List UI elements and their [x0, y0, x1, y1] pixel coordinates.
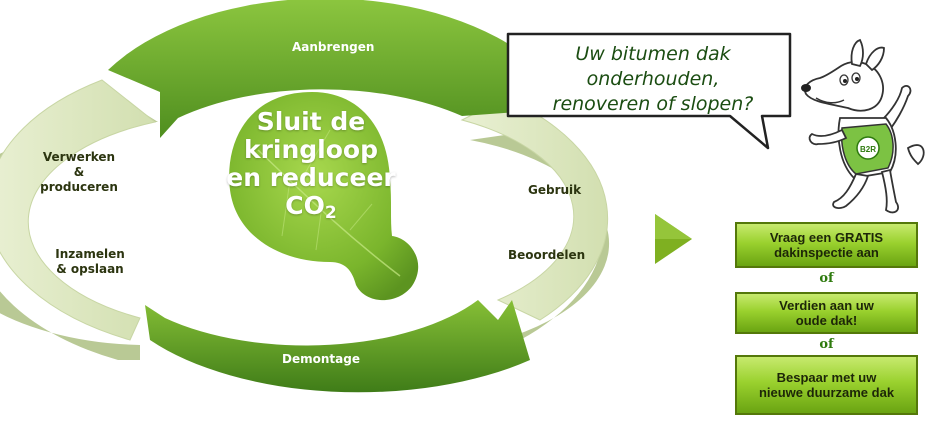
stage-label-inzamelen-line1: Inzamelen [55, 247, 125, 261]
or-separator-1: of [819, 271, 834, 286]
stage-label-gebruik: Gebruik [528, 183, 582, 197]
center-heading-line4: CO2 [226, 192, 396, 227]
earn-old-roof-button[interactable]: Verdien aan uw oude dak! [735, 292, 918, 334]
stage-label-beoordelen: Beoordelen [508, 248, 586, 262]
arrow-right-icon [655, 214, 692, 264]
stage-label-demontage: Demontage [282, 352, 360, 366]
speech-bubble-line1: Uw bitumen dak onderhouden, [575, 43, 731, 90]
mascot-dog-illustration: B2R [801, 38, 925, 214]
speech-bubble-text: Uw bitumen dak onderhouden, renoveren of… [518, 42, 788, 117]
ring-segment-right [460, 97, 609, 321]
stage-label-aanbrengen: Aanbrengen [292, 40, 375, 54]
stage-label-inzamelen-line2: & opslaan [56, 262, 124, 276]
request-inspection-line2: dakinspectie aan [774, 245, 879, 260]
speech-bubble-line2: renoveren of slopen? [552, 93, 754, 115]
stage-label-verwerken-line2: produceren [40, 180, 118, 194]
center-heading: Sluit de kringloop en reduceer CO2 [226, 108, 396, 227]
center-heading-line2: kringloop [243, 135, 379, 164]
ring-segment-bottom [145, 300, 530, 393]
center-heading-line3: en reduceer [226, 163, 396, 192]
save-new-roof-line2: nieuwe duurzame dak [758, 385, 895, 400]
ring-segment-top [108, 0, 518, 138]
mascot-badge [856, 136, 880, 160]
request-inspection-line1: Vraag een GRATIS [769, 230, 884, 245]
leaf-graphic [229, 92, 419, 301]
earn-old-roof-line1: Verdien aan uw [779, 298, 874, 313]
or-separator-2: of [819, 337, 834, 352]
speech-bubble [506, 32, 792, 150]
save-new-roof-button[interactable]: Bespaar met uw nieuwe duurzame dak [735, 355, 918, 415]
center-heading-line1: Sluit de [256, 107, 366, 136]
co2-main: CO [285, 191, 325, 220]
co2-subscript: 2 [324, 203, 337, 223]
mascot-badge-text: B2R [860, 145, 876, 154]
earn-old-roof-line2: oude dak! [795, 313, 858, 328]
stage-label-inzamelen: Inzamelen & opslaan [52, 247, 128, 277]
stage-label-verwerken: Verwerken & produceren [38, 150, 120, 195]
cycle-diagram [0, 0, 610, 393]
stage-label-verwerken-line1: Verwerken & [42, 150, 116, 179]
save-new-roof-line1: Bespaar met uw [776, 370, 877, 385]
ring-segment-left [0, 79, 157, 341]
request-inspection-button[interactable]: Vraag een GRATIS dakinspectie aan [735, 222, 918, 268]
